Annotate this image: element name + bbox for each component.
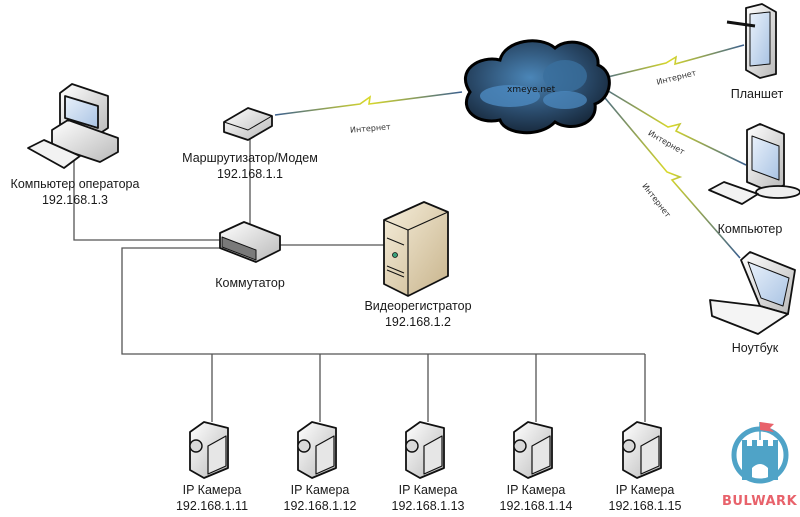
ip-camera-label: IP Камера 192.168.1.12 <box>270 482 370 514</box>
wire-operator-pc-switch <box>73 150 220 241</box>
dvr-ip: 192.168.1.2 <box>384 315 452 329</box>
dvr-label: Видеорегистратор 192.168.1.2 <box>348 298 488 330</box>
ip-camera-ip: 192.168.1.15 <box>608 499 682 513</box>
link-cloud-computer <box>594 82 747 166</box>
ip-camera-label: IP Камера 192.168.1.14 <box>486 482 586 514</box>
operator-pc-ip: 192.168.1.3 <box>41 193 109 207</box>
cloud-label: xmeye.net <box>507 85 556 95</box>
ip-camera-label: IP Камера 192.168.1.11 <box>162 482 262 514</box>
ip-camera-ip: 192.168.1.13 <box>391 499 465 513</box>
remote-computer-icon <box>708 123 800 205</box>
link-cloud-tablet <box>594 44 745 81</box>
bulwark-logo-icon <box>731 422 789 484</box>
link-router-cloud <box>274 91 463 116</box>
computer-label: Компьютер <box>705 221 795 237</box>
brand-logo-text: BULWARK <box>722 494 798 509</box>
ip-camera-name: IP Камера <box>290 483 350 497</box>
ip-camera-icon <box>513 421 553 479</box>
ip-camera-icon <box>189 421 229 479</box>
camera-icons <box>189 421 662 479</box>
tablet-label: Планшет <box>722 86 792 102</box>
ip-camera-name: IP Камера <box>506 483 566 497</box>
ip-camera-label: IP Камера 192.168.1.13 <box>378 482 478 514</box>
ip-camera-name: IP Камера <box>182 483 242 497</box>
ip-camera-icon <box>297 421 337 479</box>
switch-label: Коммутатор <box>200 275 300 291</box>
laptop-label: Ноутбук <box>720 340 790 356</box>
ip-camera-label: IP Камера 192.168.1.15 <box>595 482 695 514</box>
router-ip: 192.168.1.1 <box>216 167 284 181</box>
laptop-name: Ноутбук <box>731 341 779 355</box>
cloud-icon <box>463 39 611 135</box>
tablet-icon <box>726 3 777 79</box>
ip-camera-ip: 192.168.1.12 <box>283 499 357 513</box>
dvr-server-icon <box>383 201 449 297</box>
switch-icon <box>219 221 281 263</box>
internet-links <box>274 44 747 259</box>
operator-pc-label: Компьютер оператора 192.168.1.3 <box>0 176 150 208</box>
operator-pc-icon <box>27 83 119 169</box>
ip-camera-icon <box>622 421 662 479</box>
laptop-icon <box>709 251 796 335</box>
link-cloud-laptop <box>594 85 741 259</box>
ip-camera-name: IP Камера <box>615 483 675 497</box>
computer-name: Компьютер <box>717 222 783 236</box>
switch-name: Коммутатор <box>215 276 285 290</box>
operator-pc-name: Компьютер оператора <box>10 177 140 191</box>
ip-camera-ip: 192.168.1.11 <box>175 499 249 513</box>
router-icon <box>223 107 273 141</box>
dvr-name: Видеорегистратор <box>364 299 472 313</box>
ip-camera-ip: 192.168.1.14 <box>499 499 573 513</box>
router-label: Маршрутизатор/Модем 192.168.1.1 <box>168 150 332 182</box>
tablet-name: Планшет <box>730 87 784 101</box>
wire-switch-camera-bus <box>121 247 645 355</box>
ip-camera-name: IP Камера <box>398 483 458 497</box>
wired-links <box>73 138 646 422</box>
ip-camera-icon <box>405 421 445 479</box>
router-name: Маршрутизатор/Модем <box>182 151 318 165</box>
